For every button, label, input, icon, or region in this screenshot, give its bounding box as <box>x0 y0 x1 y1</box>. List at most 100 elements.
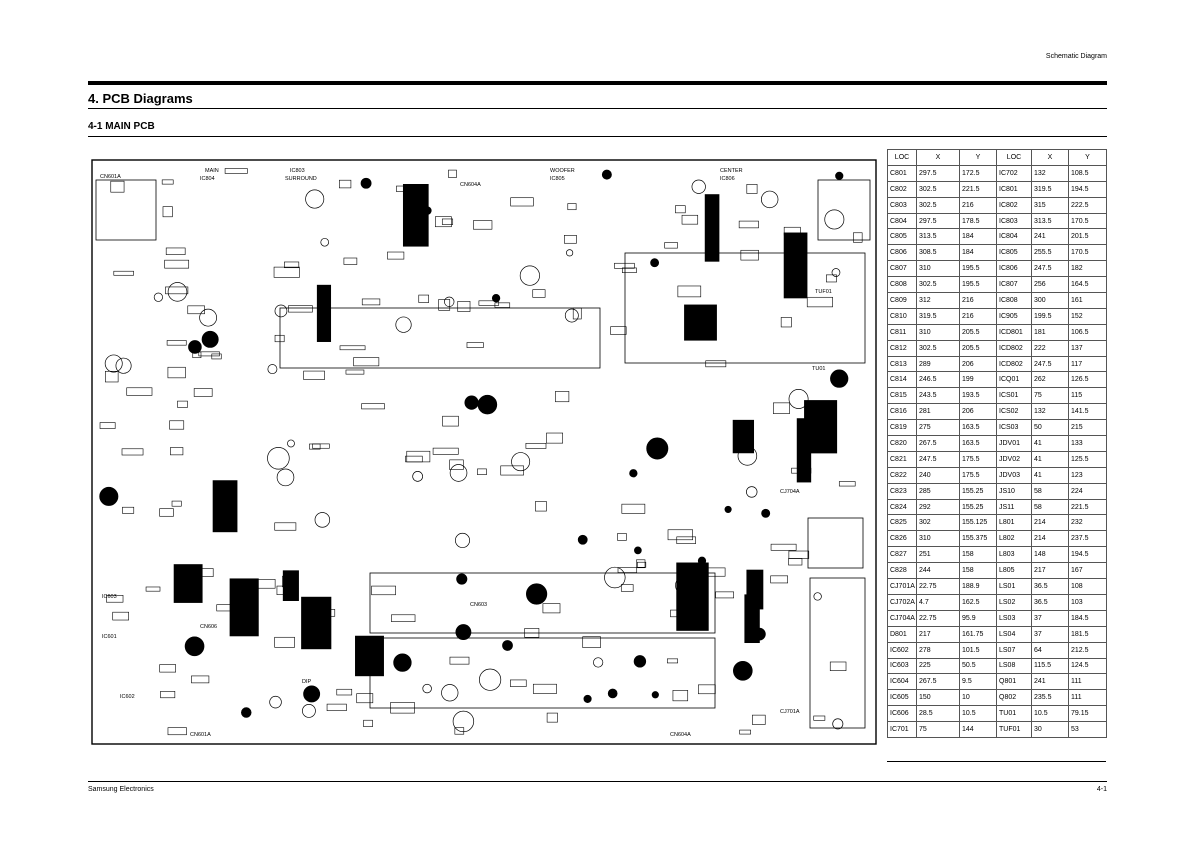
loc-table-cell: 30 <box>1031 721 1069 738</box>
loc-table-cell: 22.75 <box>916 609 960 627</box>
pcb-resistor <box>739 729 751 735</box>
loc-table-cell: 195.5 <box>959 276 997 294</box>
loc-table-cell: 216 <box>959 196 997 214</box>
loc-table-cell: 267.5 <box>916 435 960 452</box>
pcb-capacitor <box>455 532 470 548</box>
loc-table-cell: D801 <box>887 625 917 643</box>
loc-table-cell: 235.5 <box>1031 689 1069 707</box>
loc-table-cell: 241 <box>1031 673 1069 691</box>
loc-table-cell: C812 <box>887 339 917 357</box>
loc-table-cell: 206 <box>959 355 997 373</box>
pcb-resistor <box>567 203 577 211</box>
loc-header-cell: LOC <box>996 149 1032 166</box>
pcb-resistor <box>274 522 297 531</box>
pcb-capacitor <box>444 296 455 307</box>
pcb-resistor <box>510 197 534 207</box>
pcb-resistor <box>788 550 810 559</box>
loc-table-cell: 201.5 <box>1068 228 1107 246</box>
pcb-resistor <box>667 529 693 541</box>
pcb-resistor <box>187 305 205 315</box>
pcb-ground-plane <box>676 562 709 631</box>
loc-table-cell: C808 <box>887 276 917 294</box>
main-pcb-drawing: CN601A MAIN IC804 IC803 SURROUND CN604A … <box>91 159 877 745</box>
pcb-resistor <box>438 299 451 311</box>
pcb-resistor <box>339 345 366 351</box>
loc-table-cell: 312 <box>916 292 960 309</box>
loc-table-cell: CJ701A <box>887 578 917 595</box>
pcb-resistor <box>838 481 856 487</box>
loc-table-cell: 9.5 <box>959 673 997 691</box>
pcb-resistor <box>829 661 847 671</box>
loc-table-cell: 182 <box>1068 260 1107 278</box>
loc-table-cell: 163.5 <box>959 435 997 452</box>
loc-table-cell: IC802 <box>996 196 1032 214</box>
pcb-resistor <box>353 357 380 367</box>
loc-table-cell: IC803 <box>996 212 1032 230</box>
loc-table-cell: 125.5 <box>1068 450 1107 468</box>
loc-table-cell: L803 <box>996 546 1032 564</box>
header-section-label: Schematic Diagram <box>1045 53 1107 60</box>
pcb-label-cn604a-bottom: CN604A <box>670 732 691 738</box>
pcb-capacitor <box>633 655 647 668</box>
loc-table-cell: 167 <box>1068 562 1107 580</box>
pcb-resistor <box>826 274 837 283</box>
pcb-label-tu01: TU01 <box>812 366 825 372</box>
pcb-capacitor <box>267 364 278 375</box>
loc-table-cell: 172.5 <box>959 164 997 182</box>
pcb-capacitor <box>188 340 202 354</box>
pcb-capacitor <box>629 469 638 478</box>
loc-table-cell: 41 <box>1031 435 1069 452</box>
loc-table-cell: 161 <box>1068 292 1107 309</box>
pcb-resistor <box>555 391 570 403</box>
pcb-capacitor <box>287 439 295 448</box>
loc-table-cell: C802 <box>887 180 917 198</box>
loc-table-cell: 50 <box>1031 419 1069 437</box>
loc-table-cell: C819 <box>887 419 917 437</box>
loc-table-cell: 302.5 <box>916 339 960 357</box>
title-rule <box>88 108 1107 109</box>
pcb-resistor <box>361 298 381 306</box>
loc-table-cell: 148 <box>1031 546 1069 564</box>
loc-table-cell: 155.125 <box>959 514 997 532</box>
loc-table-cell: 206 <box>959 403 997 421</box>
pcb-capacitor <box>201 330 219 348</box>
loc-table-cell: 300 <box>1031 292 1069 309</box>
pcb-resistor <box>165 247 186 255</box>
pcb-resistor <box>161 179 174 185</box>
pcb-resistor <box>193 388 213 397</box>
loc-table-cell: 181 <box>1031 323 1069 341</box>
loc-table-cell: IC804 <box>996 228 1032 246</box>
pcb-resistor <box>435 216 452 228</box>
loc-table-cell: 41 <box>1031 450 1069 468</box>
pcb-resistor <box>356 693 374 704</box>
loc-table-cell: 240 <box>916 466 960 484</box>
loc-table-cell: 10.5 <box>1031 705 1069 723</box>
pcb-capacitor <box>526 583 548 605</box>
pcb-label-tuf01: TUF01 <box>815 289 832 295</box>
loc-table-cell: 289 <box>916 355 960 373</box>
loc-table-cell: LS02 <box>996 593 1032 611</box>
pcb-resistor <box>371 585 396 596</box>
loc-table-cell: 199.5 <box>1031 307 1069 325</box>
pcb-resistor <box>336 688 353 696</box>
pcb-resistor <box>391 614 416 622</box>
pcb-connector-cn503 <box>369 637 716 709</box>
loc-table-cell: 251 <box>916 546 960 564</box>
loc-table-cell: TUF01 <box>996 721 1032 738</box>
pcb-capacitor <box>302 704 316 718</box>
loc-table-cell: 164.5 <box>1068 276 1107 294</box>
pcb-resistor <box>339 179 352 189</box>
pcb-resistor <box>610 326 627 335</box>
pcb-resistor <box>564 235 577 244</box>
pcb-resistor <box>288 305 313 313</box>
pcb-resistor <box>145 586 161 592</box>
pcb-resistor <box>617 567 638 573</box>
loc-table-cell: 103 <box>1068 593 1107 611</box>
loc-table-header-row: LOC X Y LOC X Y <box>887 149 1107 166</box>
